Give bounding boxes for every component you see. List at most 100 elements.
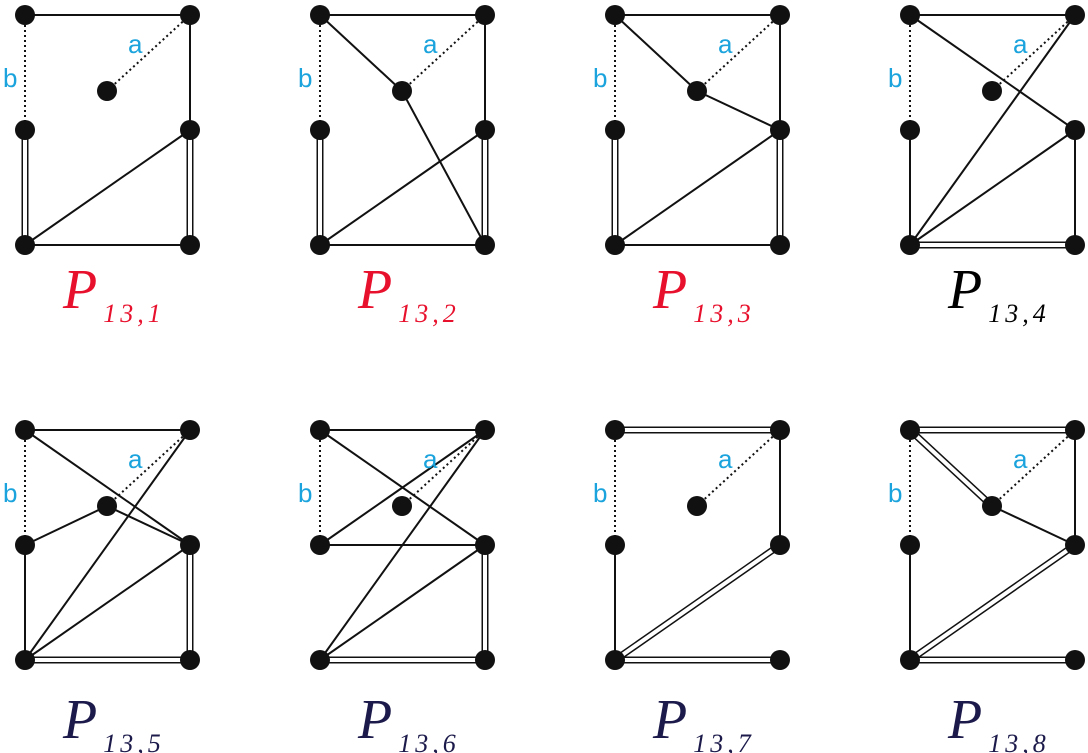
edge-tr-bl [24, 429, 191, 661]
vertex-bl [310, 235, 330, 255]
vertex-br [180, 650, 200, 670]
edge-label-a: a [423, 444, 438, 474]
edge-label-b: b [298, 478, 312, 508]
edge-c-mr [991, 505, 1076, 546]
edge-label-b: b [593, 63, 607, 93]
vertex-tl [900, 5, 920, 25]
graph-title-subscript: 13,3 [693, 299, 755, 328]
vertex-tr [770, 5, 790, 25]
vertex-bl [605, 650, 625, 670]
vertex-br [1065, 235, 1085, 255]
vertex-tr [1065, 5, 1085, 25]
edge-label-b: b [888, 478, 902, 508]
edge-label-b: b [3, 478, 17, 508]
edge-mr-bl [24, 544, 191, 661]
edge-mr-bl-double-inner [908, 543, 1077, 662]
edge-label-b: b [3, 63, 17, 93]
vertex-bl [605, 235, 625, 255]
edge-tr-c-dotted [991, 429, 1076, 507]
edge-c-mr [696, 90, 781, 131]
edge-label-a: a [423, 29, 438, 59]
edge-mr-bl [909, 129, 1076, 246]
vertex-tl [900, 420, 920, 440]
edge-mr-bl [319, 544, 486, 661]
vertex-br [770, 235, 790, 255]
edge-label-a: a [128, 444, 143, 474]
vertex-tl [15, 420, 35, 440]
vertex-tl [605, 5, 625, 25]
vertex-tr [475, 420, 495, 440]
graph-title-letter: P [947, 259, 982, 321]
vertex-tr [770, 420, 790, 440]
edge-tr-c-dotted [696, 429, 781, 507]
vertex-tr [180, 420, 200, 440]
edge-tr-c-dotted [696, 14, 781, 92]
edge-bl-mr [24, 129, 191, 246]
edge-c-mr [106, 505, 191, 546]
vertex-tl [310, 5, 330, 25]
edge-label-a: a [718, 444, 733, 474]
graph-title-letter: P [357, 689, 392, 751]
edge-tl-c [319, 14, 403, 92]
vertex-ml [900, 120, 920, 140]
vertex-ml [310, 535, 330, 555]
edge-tr-bl [909, 14, 1076, 246]
edge-tr-c-dotted [991, 14, 1076, 92]
vertex-tl [605, 420, 625, 440]
vertex-ml [310, 120, 330, 140]
vertex-tr [1065, 420, 1085, 440]
edge-tl-c-double-inner [908, 428, 994, 508]
vertex-ml [605, 120, 625, 140]
edge-tl-mr [24, 429, 191, 546]
edge-tl-c [614, 14, 698, 92]
vertex-c [982, 81, 1002, 101]
vertex-ml [900, 535, 920, 555]
vertex-br [180, 235, 200, 255]
graph-title-letter: P [357, 259, 392, 321]
edge-c-br [401, 90, 486, 246]
vertex-c [392, 81, 412, 101]
edge-bl-mr [319, 129, 486, 246]
vertex-ml [15, 120, 35, 140]
edge-tr-c-dotted [401, 429, 486, 507]
graph-title-subscript: 13,2 [398, 299, 460, 328]
graph-title-subscript: 13,4 [988, 299, 1050, 328]
vertex-br [475, 235, 495, 255]
edge-tr-c-dotted [106, 14, 191, 92]
edge-label-b: b [888, 63, 902, 93]
vertex-bl [900, 235, 920, 255]
vertex-tr [475, 5, 495, 25]
edge-tr-c-dotted [401, 14, 486, 92]
vertex-c [97, 81, 117, 101]
vertex-bl [15, 235, 35, 255]
vertex-mr [475, 120, 495, 140]
graph-title-subscript: 13,6 [398, 729, 460, 753]
vertex-mr [180, 535, 200, 555]
vertex-mr [1065, 535, 1085, 555]
vertex-br [1065, 650, 1085, 670]
vertex-tl [15, 5, 35, 25]
edge-ml-c [24, 505, 108, 546]
vertex-c [97, 496, 117, 516]
edge-tr-ml [319, 429, 486, 546]
graph-title-subscript: 13,8 [988, 729, 1050, 753]
graph-title-letter: P [652, 259, 687, 321]
edge-label-a: a [1013, 444, 1028, 474]
vertex-mr [1065, 120, 1085, 140]
graph-title-letter: P [62, 259, 97, 321]
vertex-c [392, 496, 412, 516]
edge-mr-bl-double-inner [613, 543, 782, 662]
